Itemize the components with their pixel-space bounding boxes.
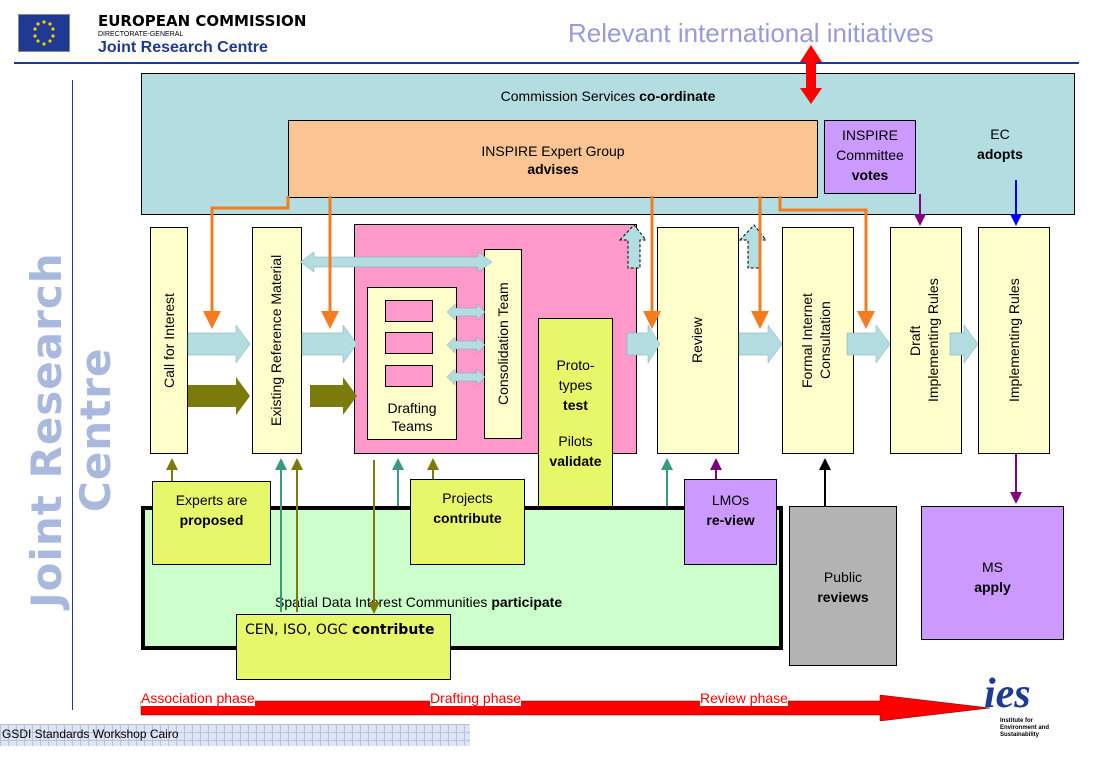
implementing-rules-column: Implementing Rules bbox=[978, 227, 1050, 454]
pilots-label: Pilots bbox=[558, 433, 593, 449]
draft-ir-column: Draft Implementing Rules bbox=[890, 227, 962, 454]
prototypes-line2: types bbox=[558, 377, 593, 393]
ms-box: MS apply bbox=[921, 506, 1064, 640]
experts-box: Experts are proposed bbox=[152, 481, 271, 565]
review-label: Review bbox=[689, 317, 705, 364]
public-line1: Public bbox=[823, 569, 863, 585]
sdic-label: Spatial Data Interest Communities partic… bbox=[275, 594, 562, 610]
org-directorate: DIRECTORATE-GENERAL bbox=[98, 31, 184, 38]
flow-arrow-1 bbox=[187, 324, 251, 364]
consolidation-team-label: Consolidation Team bbox=[495, 282, 511, 406]
committee-line2: Committee bbox=[836, 147, 904, 163]
sdic-verb: participate bbox=[491, 594, 563, 610]
formal-consultation-column: Formal Internet Consultation bbox=[782, 227, 854, 454]
draft-ir-line2: Implementing Rules bbox=[925, 278, 941, 403]
phase-drafting: Drafting phase bbox=[430, 690, 522, 706]
org-jrc: Joint Research Centre bbox=[98, 39, 268, 56]
call-for-interest-column: Call for Interest bbox=[150, 227, 188, 454]
consolidation-team-box: Consolidation Team bbox=[484, 249, 522, 439]
header-rule bbox=[14, 62, 1079, 64]
ies-caption-2: Environment and bbox=[1000, 725, 1050, 731]
experts-verb: proposed bbox=[179, 512, 244, 528]
existing-reference-column: Existing Reference Material bbox=[252, 227, 302, 454]
pilots-verb: validate bbox=[549, 453, 602, 469]
draft-ir-line1: Draft bbox=[907, 325, 923, 356]
olive-arrow-1 bbox=[188, 377, 250, 415]
ies-caption-3: Sustainability bbox=[1000, 732, 1040, 738]
cen-label: CEN, ISO, OGC contribute bbox=[245, 622, 435, 638]
prototypes-verb: test bbox=[563, 397, 588, 413]
drafting-team-2 bbox=[385, 332, 433, 354]
cen-box: CEN, ISO, OGC contribute bbox=[236, 614, 451, 680]
public-verb: reviews bbox=[817, 589, 869, 605]
expert-group-verb: advises bbox=[527, 161, 579, 177]
expert-group-title: INSPIRE Expert Group bbox=[481, 143, 625, 159]
flow-arrow-4 bbox=[738, 324, 783, 364]
footer-bar: GSDI Standards Workshop Cairo bbox=[0, 724, 470, 746]
drafting-team-1 bbox=[385, 300, 433, 322]
dashed-arrow-2 bbox=[738, 224, 768, 269]
commission-services-label: Commission Services co-ordinate bbox=[500, 88, 716, 104]
committee-line1: INSPIRE bbox=[841, 127, 898, 143]
sidebar-rule bbox=[72, 80, 73, 710]
cen-verb: contribute bbox=[352, 622, 435, 638]
prototypes-line1: Proto- bbox=[556, 357, 595, 373]
drafting-teams-line1: Drafting bbox=[387, 400, 437, 416]
sdic-plain-text: Spatial Data Interest Communities bbox=[275, 594, 492, 610]
public-box: Public reviews bbox=[789, 506, 897, 666]
drafting-teams-box: Drafting Teams bbox=[367, 287, 457, 440]
olive-arrow-2 bbox=[310, 377, 357, 415]
ies-caption: Institute for Environment and Sustainabi… bbox=[1000, 718, 1049, 739]
lmos-verb: re-view bbox=[706, 512, 755, 528]
ec-label: EC bbox=[990, 126, 1010, 142]
slide-title: Relevant international initiatives bbox=[568, 18, 934, 48]
phase-association: Association phase bbox=[141, 690, 255, 706]
ms-verb: apply bbox=[974, 579, 1011, 595]
formal-consultation-line2: Consultation bbox=[817, 301, 833, 380]
committee-verb: votes bbox=[851, 167, 889, 183]
org-name: EUROPEAN COMMISSION bbox=[98, 12, 307, 30]
implementing-rules-label: Implementing Rules bbox=[1006, 278, 1022, 403]
projects-line1: Projects bbox=[442, 490, 493, 506]
sidebar-jrc-text: Joint Research Centre bbox=[22, 252, 120, 608]
ms-line1: MS bbox=[982, 559, 1003, 575]
drafting-teams-line2: Teams bbox=[391, 418, 433, 434]
cen-plain-text: CEN, ISO, OGC bbox=[245, 622, 353, 638]
ies-logo: ies Institute for Environment and Sustai… bbox=[978, 670, 1078, 742]
lmos-box: LMOs re-view bbox=[684, 479, 777, 565]
ec-verb: adopts bbox=[977, 146, 1023, 162]
existing-reference-label: Existing Reference Material bbox=[268, 254, 284, 427]
inspire-committee: INSPIRE Committee votes bbox=[824, 120, 916, 194]
projects-verb: contribute bbox=[433, 510, 502, 526]
call-for-interest-label: Call for Interest bbox=[161, 293, 177, 388]
ies-letters: ies bbox=[984, 671, 1031, 717]
ies-caption-1: Institute for bbox=[1000, 718, 1033, 724]
footer-workshop: GSDI Standards Workshop Cairo bbox=[2, 727, 179, 741]
formal-consultation-line1: Formal Internet bbox=[799, 293, 815, 388]
drafting-team-3 bbox=[385, 365, 433, 387]
phase-review: Review phase bbox=[700, 690, 788, 706]
review-column: Review bbox=[657, 227, 739, 454]
eu-flag-logo bbox=[18, 14, 70, 52]
phase-arrow bbox=[140, 694, 991, 722]
inspire-expert-group: INSPIRE Expert Group advises bbox=[288, 120, 818, 198]
projects-box: Projects contribute bbox=[410, 479, 525, 565]
experts-line1: Experts are bbox=[175, 492, 248, 508]
flow-arrow-2 bbox=[301, 324, 358, 364]
lmos-line1: LMOs bbox=[711, 492, 750, 508]
